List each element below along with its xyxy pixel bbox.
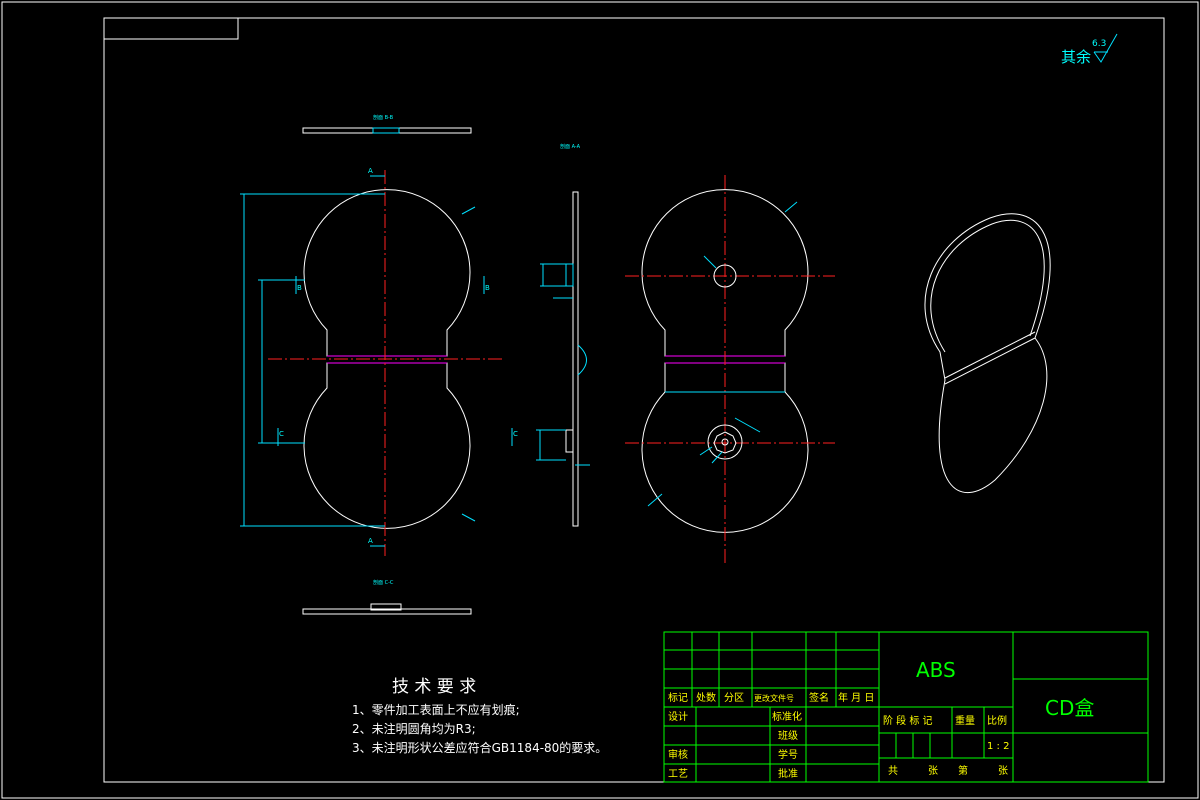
tb-sheets2: 张 [998,765,1008,777]
tb-design: 设计 [668,710,688,723]
roughness-symbol: 其余 6.3 [1061,33,1118,66]
tb-header-signature: 签名 [809,691,829,704]
tb-process: 工艺 [668,768,688,780]
tb-approve: 批准 [778,767,798,780]
tb-header-date: 年 月 日 [838,691,874,704]
isometric-view [924,213,1051,494]
tb-header-mark: 标记 [668,692,688,704]
mark-a-top: A [368,167,373,175]
tb-review: 审核 [668,748,688,761]
tb-sheets: 张 [928,765,938,777]
tb-page: 第 [958,764,968,777]
front-view: A A B B C C [240,167,518,556]
section-cc-label: 剖面 C-C [373,579,394,586]
tech-req-item-1: 1、零件加工表面上不应有划痕; [352,702,520,717]
tech-req-title: 技 术 要 求 [392,677,476,697]
back-view [625,175,835,565]
section-bb-label: 剖面 B-B [373,114,394,121]
tb-weight: 重量 [955,714,975,727]
section-bb-view: 剖面 B-B [302,114,472,134]
tech-requirements: 技 术 要 求 1、零件加工表面上不应有划痕; 2、未注明圆角均为R3; 3、未… [352,677,607,755]
tech-req-item-2: 2、未注明圆角均为R3; [352,721,476,736]
tb-header-zone: 分区 [724,692,744,704]
mark-b-right: B [485,284,490,292]
mark-c-left: C [279,430,284,438]
tb-standardize: 标准化 [772,710,802,723]
corner-label-box [103,17,239,40]
title-block: 标记 处数 分区 更改文件号 签名 年 月 日 设计 标准化 班级 审核 学号 … [663,631,1149,783]
tb-stage-mark: 阶 段 标 记 [883,714,933,727]
tb-class: 班级 [778,730,798,742]
tb-scale-value: 1 : 2 [987,741,1009,752]
section-cc-view: 剖面 C-C [302,579,472,615]
tb-header-change-doc: 更改文件号 [754,693,794,703]
tech-req-item-3: 3、未注明形状公差应符合GB1184-80的要求。 [352,740,607,755]
section-aa-label: 剖面 A-A [560,143,581,150]
tb-student-id: 学号 [778,748,798,761]
tb-total: 共 [888,765,898,777]
inner-frame [103,17,1165,783]
tb-part-name: CD盒 [1045,696,1094,720]
section-aa-view: 剖面 A-A [536,143,590,527]
tb-header-count: 处数 [696,691,716,704]
tb-material: ABS [916,658,956,682]
roughness-value: 6.3 [1092,39,1106,49]
tb-scale: 比例 [987,714,1007,727]
mark-c-right: C [513,430,518,438]
mark-a-bottom: A [368,537,373,545]
mark-b-left: B [297,284,302,292]
roughness-label: 其余 [1061,48,1091,66]
